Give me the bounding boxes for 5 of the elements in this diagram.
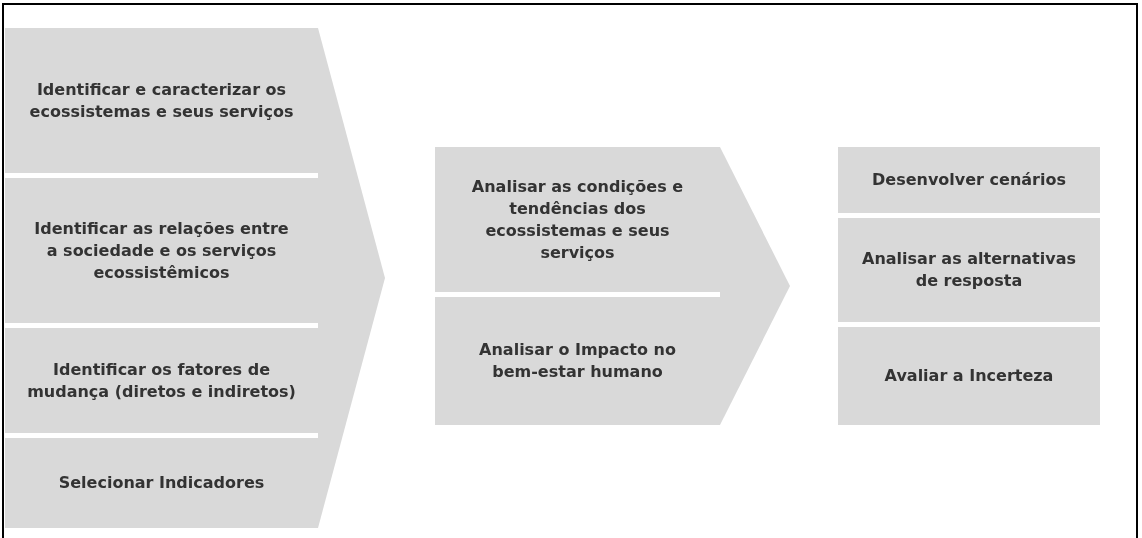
- step-box: Desenvolver cenários: [838, 147, 1100, 213]
- step-box: Analisar as alternativas de resposta: [838, 218, 1100, 322]
- step-box: Avaliar a Incerteza: [838, 327, 1100, 425]
- chevron-panel: [435, 147, 790, 425]
- chevron-panel: [5, 28, 385, 528]
